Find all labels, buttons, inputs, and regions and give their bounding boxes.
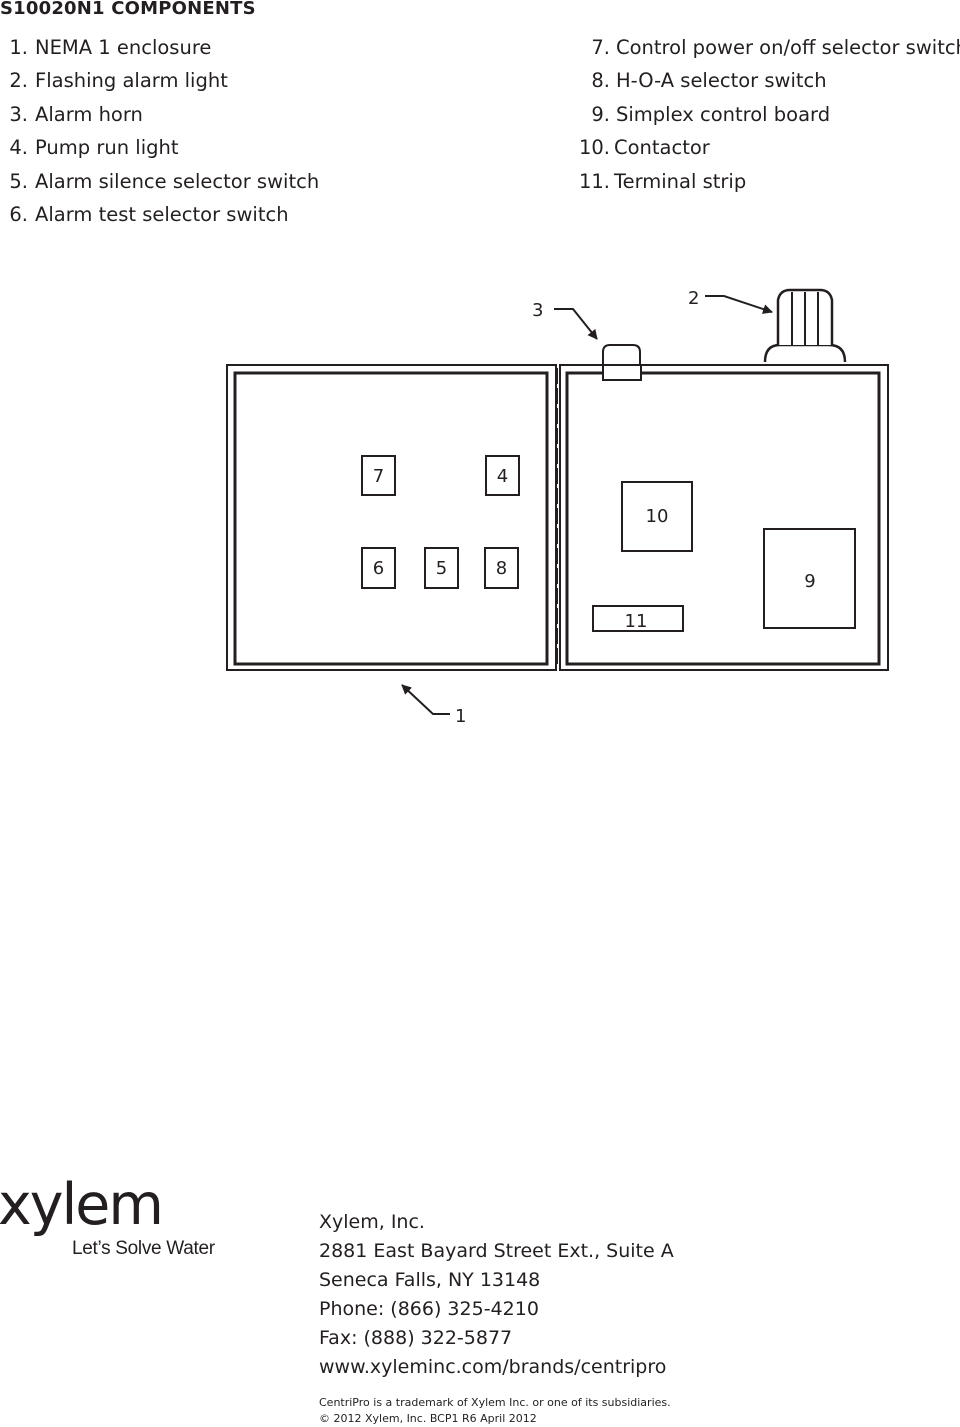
component-label: 8 (496, 558, 507, 579)
copyright-notice: © 2012 Xylem, Inc. BCP1 R6 April 2012 (319, 1412, 537, 1425)
alarm-horn-icon (602, 344, 642, 381)
item-label: H-O-A selector switch (616, 69, 827, 93)
component-6-box: 6 (361, 547, 396, 589)
item-label: Alarm silence selector switch (35, 169, 320, 193)
list-item: 6. Alarm test selector switch (0, 198, 319, 231)
callout-3: 3 (532, 300, 598, 340)
list-item: 3. Alarm horn (0, 98, 319, 131)
logo-wordmark: xylem (0, 1172, 164, 1238)
callout-label: 3 (532, 300, 543, 321)
contactor-box: 10 (621, 481, 693, 552)
component-4-box: 4 (485, 455, 520, 496)
item-number: 9. (591, 102, 610, 126)
component-label: 6 (373, 558, 384, 579)
list-item: 7. Control power on/off selector switch (578, 31, 960, 64)
item-label: NEMA 1 enclosure (35, 36, 212, 59)
street-address: 2881 East Bayard Street Ext., Suite A (319, 1240, 674, 1262)
component-5-box: 5 (424, 547, 459, 589)
item-label: Control power on/off selector switch (616, 36, 960, 59)
enclosure-door (226, 364, 557, 671)
fine-print: CentriPro is a trademark of Xylem Inc. o… (319, 1395, 671, 1427)
item-number: 4. (9, 136, 28, 160)
item-number: 11. (578, 169, 610, 193)
item-number: 7. (591, 36, 610, 59)
alarm-light-icon (763, 288, 847, 363)
fax-number: Fax: (888) 322-5877 (319, 1327, 513, 1349)
item-label: Alarm test selector switch (35, 202, 289, 226)
list-item: 9.Simplex control board (578, 98, 960, 131)
item-label: Alarm horn (35, 102, 143, 126)
item-number: 10. (578, 136, 610, 160)
callout-label: 1 (455, 706, 466, 727)
list-item: 4. Pump run light (0, 131, 319, 164)
item-number: 5. (9, 169, 28, 193)
list-item: 1. NEMA 1 enclosure (0, 31, 319, 64)
component-label: 7 (373, 466, 384, 487)
item-label: Pump run light (35, 136, 179, 160)
callout-label: 2 (688, 288, 699, 309)
components-list-left: 1. NEMA 1 enclosure 2. Flashing alarm ligh… (0, 31, 319, 231)
component-7-box: 7 (361, 455, 396, 496)
list-item: 2. Flashing alarm light (0, 64, 319, 97)
enclosure-body (559, 364, 889, 671)
list-item: 10.Contactor (578, 131, 960, 164)
company-name: Xylem, Inc. (319, 1211, 425, 1233)
item-number: 1. (9, 36, 28, 59)
item-number: 2. (9, 69, 28, 93)
list-item: 11.Terminal strip (578, 165, 960, 198)
component-label: 4 (497, 466, 508, 487)
item-number: 8. (591, 69, 610, 93)
trademark-notice: CentriPro is a trademark of Xylem Inc. o… (319, 1396, 671, 1409)
xylem-logo: xylem Let’s Solve Water (0, 1172, 240, 1270)
item-number: 6. (9, 202, 28, 226)
website-url: www.xyleminc.com/brands/centripro (319, 1356, 667, 1378)
components-list-right: 7. Control power on/off selector switch 8… (578, 31, 960, 198)
component-label: 5 (436, 558, 447, 579)
component-label: 10 (646, 506, 669, 527)
item-label: Contactor (614, 136, 710, 160)
company-address: Xylem, Inc. 2881 East Bayard Street Ext.… (319, 1208, 674, 1382)
control-board-box: 9 (763, 528, 856, 629)
callout-1: 1 (401, 684, 466, 727)
component-8-box: 8 (484, 547, 519, 589)
component-label: 9 (804, 571, 815, 592)
logo-tagline: Let’s Solve Water (72, 1238, 215, 1259)
item-label: Terminal strip (614, 169, 747, 193)
callout-2: 2 (688, 288, 773, 314)
list-item: 8.H-O-A selector switch (578, 64, 960, 97)
city-state-zip: Seneca Falls, NY 13148 (319, 1269, 541, 1291)
item-number: 3. (9, 102, 28, 126)
list-item: 5. Alarm silence selector switch (0, 165, 319, 198)
phone-number: Phone: (866) 325-4210 (319, 1298, 539, 1320)
terminal-strip-box: 11 (592, 605, 684, 632)
item-label: Simplex control board (616, 102, 831, 126)
page-title: S10020N1 COMPONENTS (0, 0, 256, 19)
component-label: 11 (625, 611, 648, 632)
item-label: Flashing alarm light (35, 69, 228, 93)
